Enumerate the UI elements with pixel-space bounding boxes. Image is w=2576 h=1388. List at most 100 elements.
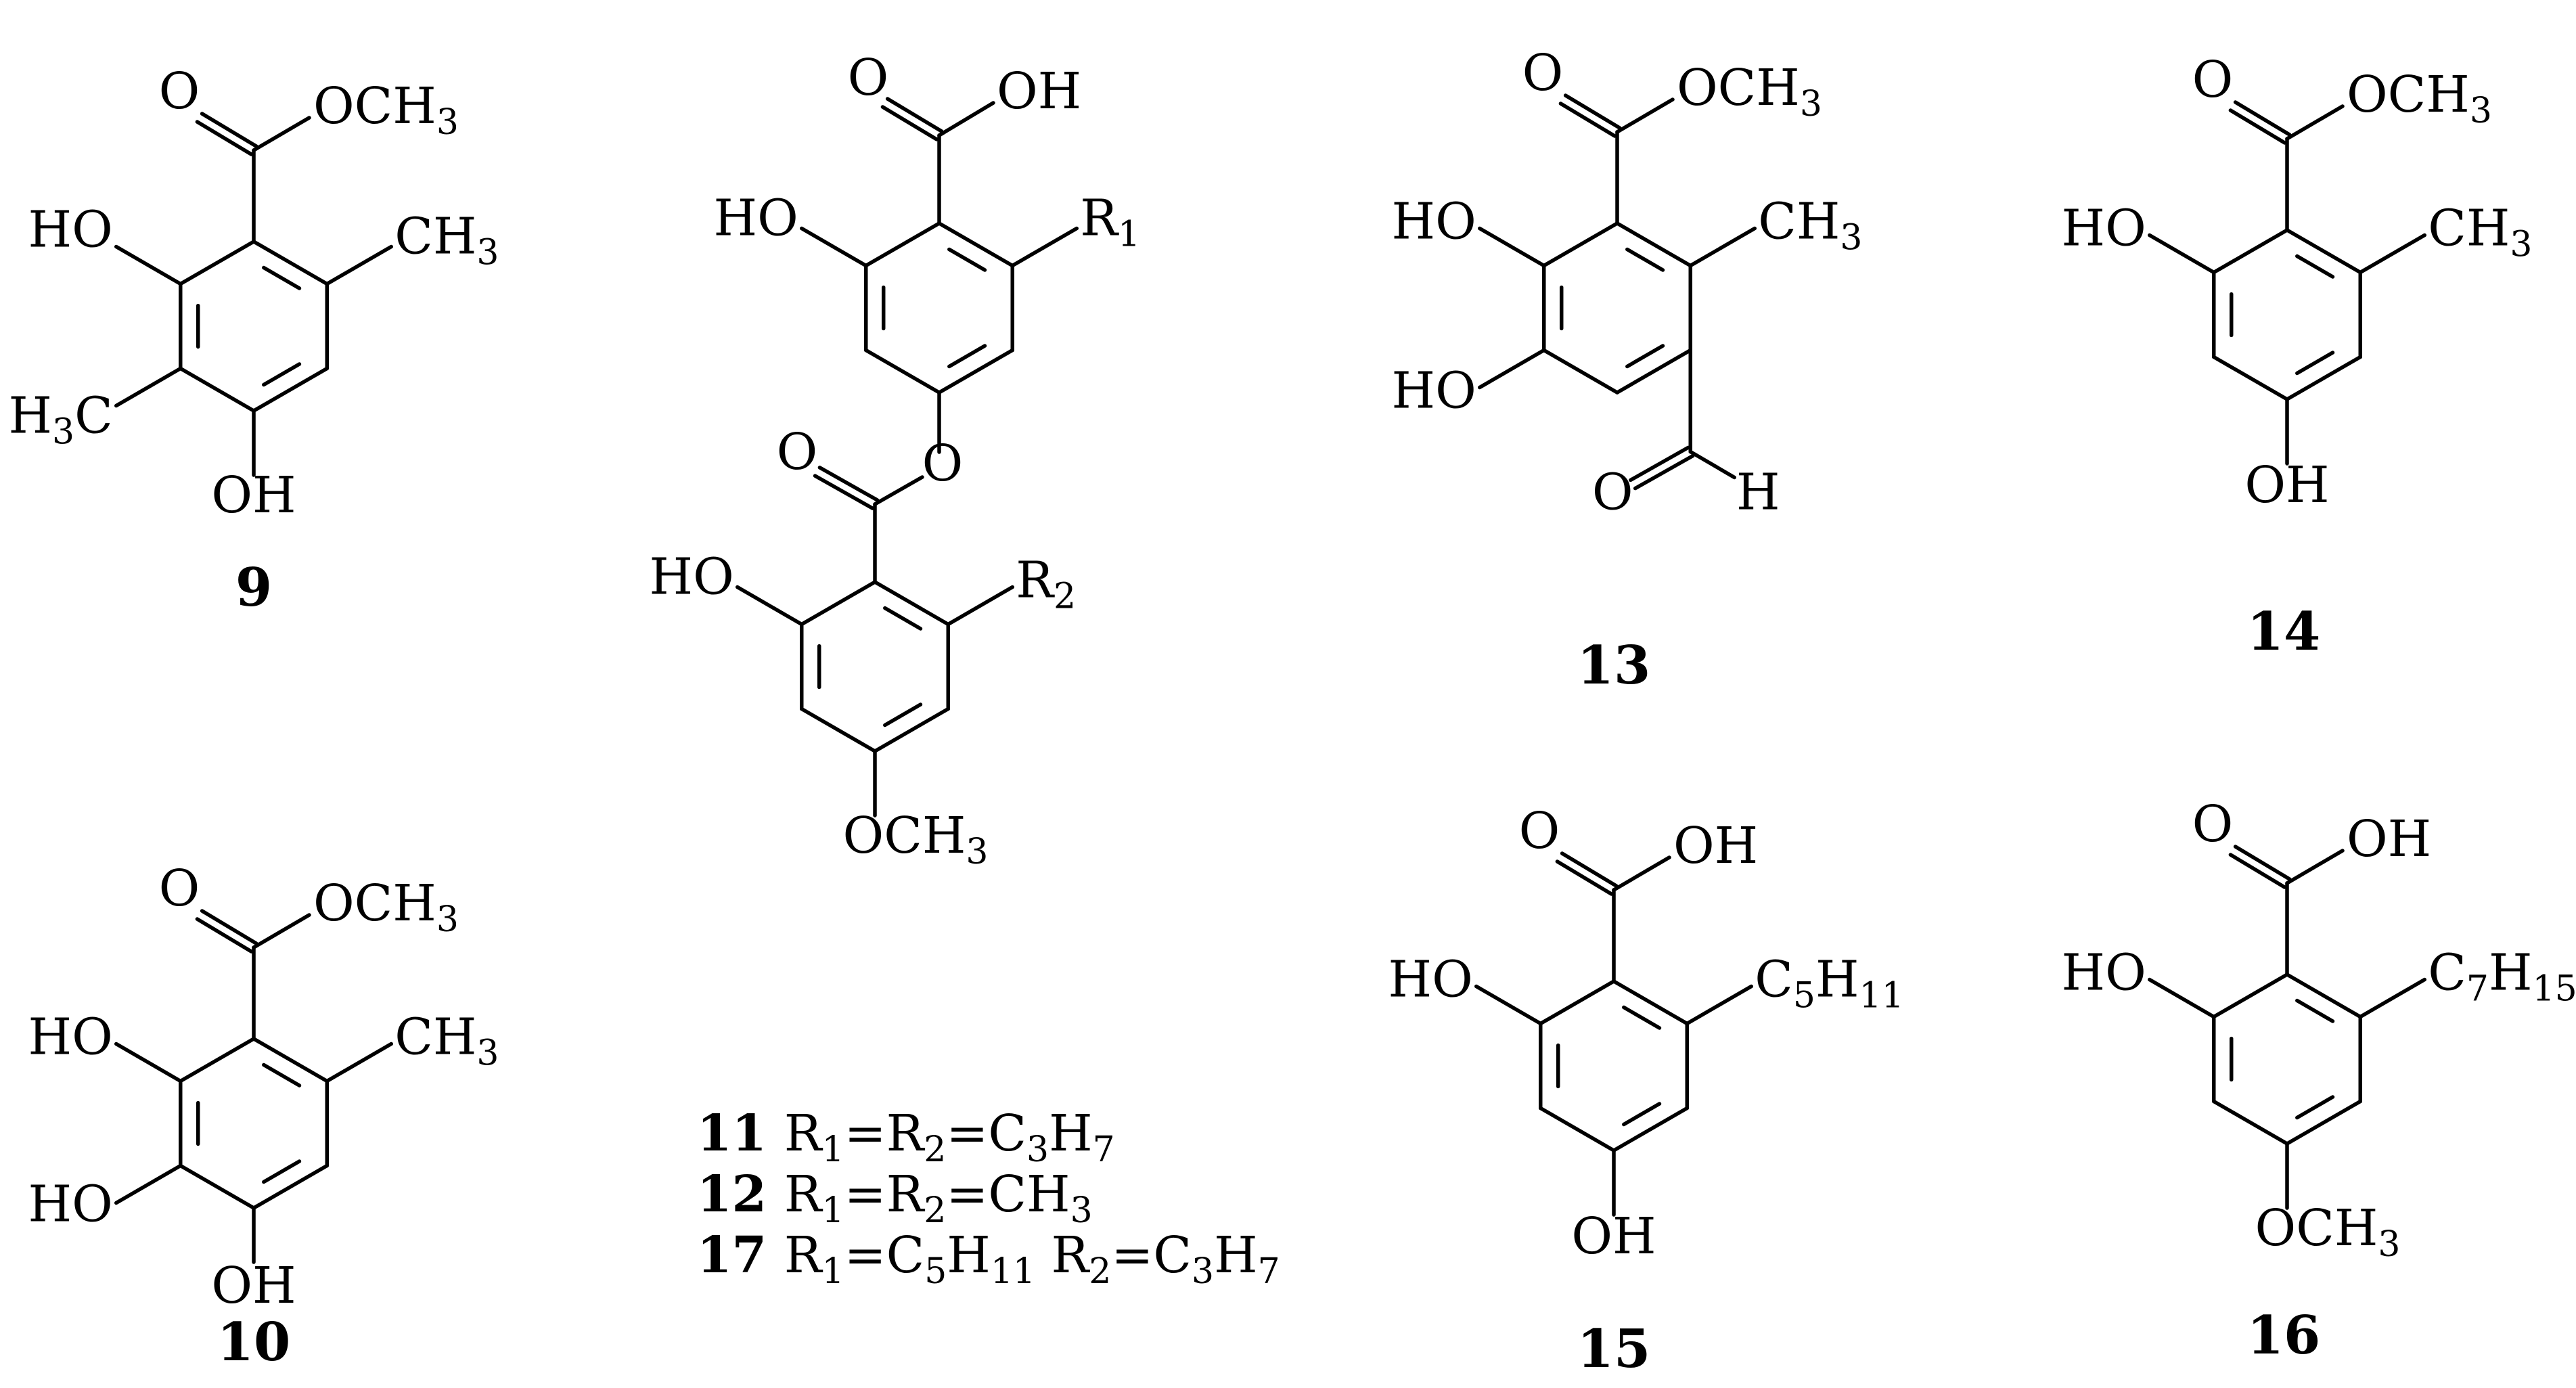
ring-double-bond: [2295, 998, 2335, 1023]
ester-oxygen-label: O: [922, 434, 964, 493]
ring-double-bond: [262, 362, 302, 387]
ring-double-bond: [1625, 344, 1665, 369]
carbonyl-double-bond: [2233, 100, 2292, 137]
acid-single-bond: [937, 101, 995, 137]
compound-number-13: 13: [1577, 635, 1651, 696]
ring-double-bond: [883, 702, 923, 727]
carbonyl-oxygen-label: O: [1522, 44, 1564, 102]
carbonyl-oxygen-label: O: [1519, 802, 1560, 860]
hydroxyl-bond: [114, 244, 183, 286]
carbonyl-double-bond: [1558, 102, 1617, 138]
pentyl-label: C5H11: [1755, 951, 1903, 1016]
ring-double-bond: [947, 344, 987, 369]
ester-single-bond: [2285, 849, 2345, 885]
acid-or-ester-label: OH: [1673, 817, 1758, 875]
ring-bond: [252, 366, 330, 413]
methyl-bond: [1688, 226, 1757, 268]
ring-double-bond: [262, 265, 302, 290]
pentyl-bond: [1685, 984, 1754, 1026]
hydroxyl-bond: [799, 226, 868, 268]
benzene-ring: [2211, 972, 2363, 1146]
ring-double-bond: [2295, 254, 2335, 279]
hydroxyl-label: OH: [211, 1257, 296, 1315]
ring-bond: [252, 240, 330, 286]
ester-single-bond: [252, 913, 311, 949]
ring-bond: [252, 1163, 330, 1210]
hydroxyl-bond: [1474, 984, 1543, 1026]
hydroxyl-bond: [2147, 233, 2216, 275]
ester-single-bond: [2285, 104, 2345, 141]
compound-number-15: 15: [1577, 1318, 1651, 1380]
hydroxyl-bond: [1477, 348, 1546, 390]
ring-bond: [178, 240, 256, 286]
ring-double-bond: [262, 1062, 302, 1088]
ring-bond: [2285, 972, 2363, 1019]
ring-bond: [1541, 221, 1619, 268]
hydroxyl-label: HO: [28, 1008, 113, 1067]
hydroxyl-bond: [114, 1042, 183, 1083]
ring-bond: [799, 707, 877, 753]
hydroxyl-label: HO: [1392, 362, 1476, 420]
carbonyl-double-bond: [195, 120, 254, 156]
substituent-compound-number: 11: [697, 1104, 784, 1163]
ring-double-bond: [1622, 1005, 1662, 1030]
r2-bond: [946, 585, 1015, 627]
ring-bond: [178, 1037, 256, 1083]
substituent-compound-number: 12: [697, 1165, 784, 1224]
hydroxyl-bond: [2147, 977, 2216, 1019]
substituent-row: 17 R1=C5H11 R2=C3H7: [697, 1226, 1280, 1292]
acid-or-ester-label: OCH3: [2347, 66, 2492, 131]
benzene-ring-lower: [799, 580, 951, 753]
compound-number-10: 10: [217, 1312, 291, 1373]
benzene-ring: [2211, 228, 2363, 401]
carbonyl-double-bond: [2228, 108, 2287, 145]
ring-bond: [799, 580, 877, 627]
carbonyl-double-bond: [195, 917, 254, 954]
substituent-row: 12 R1=R2=CH3: [697, 1165, 1093, 1231]
aldehyde-oxygen-label: O: [1592, 464, 1633, 522]
ring-bond: [2211, 228, 2289, 275]
methyl-label: CH3: [1758, 193, 1862, 259]
ring-bond: [873, 580, 951, 627]
ring-bond: [2211, 1099, 2289, 1146]
ester-bond: [873, 475, 924, 506]
ester-single-bond: [1615, 97, 1675, 134]
ring-double-bond: [262, 1159, 302, 1184]
r1-label: R1: [1080, 189, 1140, 255]
ring-bond: [1615, 348, 1693, 395]
methyl-bond: [325, 1042, 394, 1083]
benzene-ring: [178, 240, 330, 413]
ring-bond: [1612, 1106, 1690, 1152]
carbonyl-double-bond: [200, 112, 258, 148]
ring-bond: [2211, 972, 2289, 1019]
ring-double-bond: [1625, 247, 1665, 272]
hydroxyl-label: HO: [1388, 951, 1473, 1009]
carbonyl-double-bond: [880, 105, 939, 141]
hydroxyl-label: OH: [1571, 1207, 1656, 1266]
r1-bond: [1010, 226, 1079, 268]
compound-number-14: 14: [2247, 601, 2321, 663]
ester-single-bond: [1612, 855, 1671, 892]
hydroxyl-label: HO: [2062, 944, 2146, 1002]
ring-bond: [2211, 355, 2289, 401]
ring-bond: [937, 348, 1015, 395]
hydroxyl-bond: [735, 585, 804, 627]
substituent-compound-number: 17: [697, 1226, 784, 1284]
carbonyl-double-bond: [200, 909, 258, 945]
acid-or-ester-label: OCH3: [313, 77, 459, 143]
hydroxyl-bond: [1477, 226, 1546, 268]
aldehyde-double-bond: [1629, 445, 1690, 483]
ring-bond: [1541, 348, 1619, 395]
ring-bond: [1538, 1106, 1616, 1152]
carbonyl-oxygen-label: O: [848, 49, 889, 107]
carbonyl-double-bond: [1563, 93, 1622, 130]
hydroxyl-label: HO: [28, 1176, 113, 1234]
hydroxyl-label: HO: [28, 201, 113, 259]
methoxy-label: OCH3: [843, 807, 989, 872]
methyl-bond: [325, 244, 394, 286]
ester-carbonyl-double-bond: [817, 466, 880, 502]
ring-bond: [1538, 979, 1616, 1026]
